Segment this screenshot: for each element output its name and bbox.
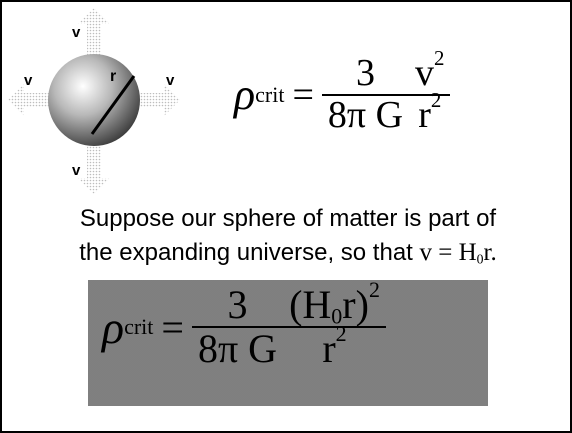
numerator-3: 3 (355, 52, 375, 94)
denominator-8piG: 8π G (327, 93, 404, 136)
hubble-relation: v = H0r. (419, 239, 497, 267)
text-line-2: the expanding universe, so that v = H0r. (79, 239, 497, 267)
equals-sign: = (161, 304, 184, 350)
fraction-constant: 3 8π G (191, 282, 284, 371)
numerator-3: 3 (227, 282, 248, 327)
velocity-label-top: v (72, 24, 81, 41)
rho-symbol: ρ (234, 70, 256, 120)
denominator-8piG: 8π G (197, 326, 278, 371)
rho-symbol: ρ (102, 301, 125, 353)
radius-line (90, 75, 136, 135)
velocity-label-left: v (24, 72, 33, 89)
highlight-box (88, 280, 488, 406)
sphere-graphic (8, 8, 180, 194)
velocity-label-right: v (166, 72, 175, 89)
text-line-1: Suppose our sphere of matter is part of (79, 205, 497, 232)
sphere (48, 54, 140, 146)
fraction-constant: 3 8π G (321, 52, 410, 136)
rho-subscript: crit (124, 314, 154, 339)
denominator-r2: r2 (322, 321, 347, 371)
equals-sign: = (292, 73, 314, 116)
numerator-H0r2: (H0r)2 (289, 277, 380, 329)
fraction-velocity: v2 r2 (409, 46, 451, 136)
denominator-r2: r2 (418, 88, 442, 136)
rho-subscript: crit (255, 81, 285, 107)
numerator-v2: v2 (415, 46, 445, 94)
fraction-hubble: (H0r)2 r2 (283, 277, 386, 371)
velocity-label-bottom: v (72, 162, 81, 179)
radius-label: r (110, 68, 117, 85)
sphere-diagram: v v v v r (2, 2, 232, 202)
